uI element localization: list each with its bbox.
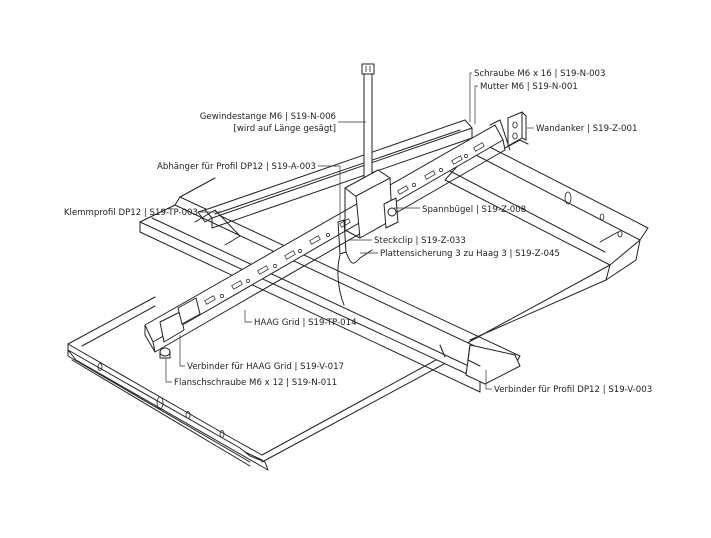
label-verbinder-dp12: Verbinder für Profil DP12 | S19-V-003 (494, 385, 652, 395)
ceiling-panel-front (67, 296, 481, 471)
label-haag-grid: HAAG Grid | S19-TP-014 (254, 318, 357, 328)
haag-grid-connector (159, 297, 201, 359)
label-schraube: Schraube M6 x 16 | S19-N-003 (474, 69, 606, 79)
callout-labels: Schraube M6 x 16 | S19-N-003 Mutter M6 |… (64, 69, 652, 395)
cross-profile-beam (194, 119, 473, 246)
label-gewindestange-note: [wird auf Länge gesägt] (234, 124, 336, 134)
ceiling-panel-back (434, 139, 649, 341)
leader-lines (165, 72, 534, 390)
label-abhaenger: Abhänger für Profil DP12 | S19-A-003 (157, 162, 316, 172)
label-flanschschraube: Flanschschraube M6 x 12 | S19-N-011 (174, 378, 337, 388)
label-wandanker: Wandanker | S19-Z-001 (536, 124, 637, 134)
label-mutter: Mutter M6 | S19-N-001 (480, 82, 578, 92)
threaded-rod-hanger (337, 63, 399, 306)
label-steckclip: Steckclip | S19-Z-033 (374, 236, 466, 246)
label-verbinder-haag: Verbinder für HAAG Grid | S19-V-017 (187, 362, 344, 372)
haag-grid-rail (144, 119, 511, 353)
wall-anchor-part (504, 111, 529, 149)
main-profile-beam (139, 177, 521, 393)
label-klemmprofil: Klemmprofil DP12 | S19-TP-003 (64, 208, 198, 218)
label-gewindestange: Gewindestange M6 | S19-N-006 (200, 112, 336, 122)
label-spannbuegel: Spannbügel | S19-Z-008 (422, 205, 526, 215)
label-plattensicherung: Plattensicherung 3 zu Haag 3 | S19-Z-045 (380, 249, 560, 259)
